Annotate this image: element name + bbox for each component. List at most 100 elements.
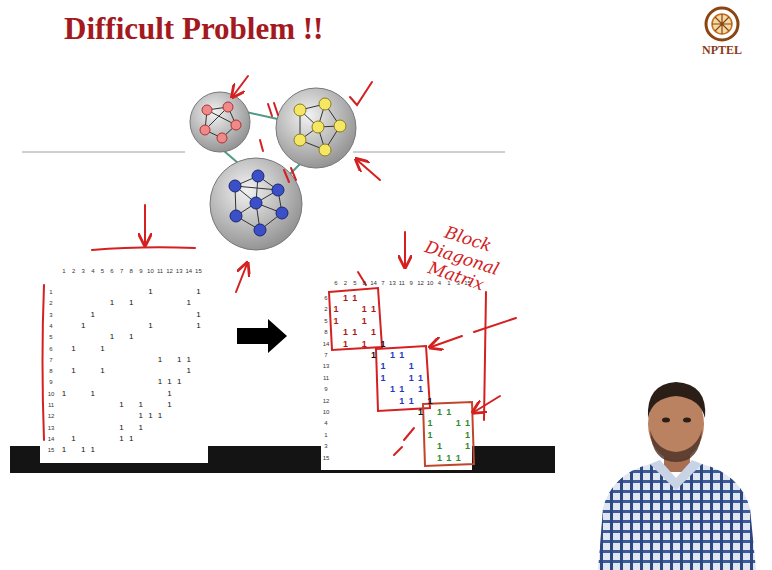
matrix-entry: 1 xyxy=(62,390,66,398)
transform-arrow xyxy=(237,319,287,353)
column-index: 10 xyxy=(147,268,154,274)
matrix-entry: 1 xyxy=(399,385,404,394)
row-index: 14 xyxy=(323,341,330,347)
column-index: 9 xyxy=(139,268,142,274)
row-index: 9 xyxy=(324,386,327,392)
intra-links xyxy=(205,104,340,230)
pen-block-box xyxy=(376,346,430,411)
column-index: 7 xyxy=(381,280,384,286)
pen-arrow xyxy=(236,264,247,292)
community-link xyxy=(224,151,238,163)
column-index: 4 xyxy=(91,268,94,274)
matrix-entry: 1 xyxy=(148,288,152,296)
presenter-eye xyxy=(662,418,670,423)
matrix-panel xyxy=(40,263,208,463)
matrix-entry: 1 xyxy=(91,446,95,454)
row-index: 7 xyxy=(324,352,327,358)
matrix-entry: 1 xyxy=(81,446,85,454)
pen-arrow xyxy=(144,205,146,244)
column-index: 8 xyxy=(363,280,366,286)
column-index: 10 xyxy=(427,280,434,286)
logo-spokes xyxy=(712,14,732,34)
nptel-logo xyxy=(706,8,738,40)
matrix-entry: 1 xyxy=(362,339,367,348)
row-index: 10 xyxy=(48,391,55,397)
pen-arrow xyxy=(357,160,380,180)
matrix-entry: 1 xyxy=(380,339,385,348)
row-index: 1 xyxy=(324,432,327,438)
matrix-entry: 1 xyxy=(343,339,348,348)
row-index: 13 xyxy=(323,363,330,369)
matrix-entry: 1 xyxy=(390,385,395,394)
column-index: 5 xyxy=(353,280,356,286)
matrix-entry: 1 xyxy=(81,322,85,330)
column-index: 13 xyxy=(389,280,396,286)
matrix-entry: 1 xyxy=(91,390,95,398)
matrix-entry: 1 xyxy=(71,435,75,443)
matrix-entry: 1 xyxy=(129,333,133,341)
pen-line xyxy=(474,318,516,332)
column-index: 2 xyxy=(344,280,347,286)
row-index: 7 xyxy=(49,357,52,363)
matrix-entry: 1 xyxy=(100,345,104,353)
community-ball xyxy=(190,92,250,152)
matrix-entry: 1 xyxy=(333,305,338,314)
matrix-entry: 1 xyxy=(333,316,338,325)
pen-strokes xyxy=(358,272,366,285)
row-index: 4 xyxy=(324,420,327,426)
matrix-entry: 1 xyxy=(187,299,191,307)
pen-line xyxy=(484,292,486,420)
column-index: 12 xyxy=(166,268,173,274)
matrix-entry: 1 xyxy=(380,362,385,371)
row-index: 8 xyxy=(324,329,327,335)
matrix-entry: 1 xyxy=(371,305,376,314)
handwritten-note: Block Diagonal Matrix xyxy=(403,214,520,302)
pen-strokes xyxy=(284,168,296,182)
matrix-entry: 1 xyxy=(427,419,432,428)
row-index: 11 xyxy=(48,402,54,408)
matrix-entry: 1 xyxy=(158,356,162,364)
matrix-entry: 1 xyxy=(119,401,123,409)
matrix-entry: 1 xyxy=(399,396,404,405)
column-index: 7 xyxy=(120,268,123,274)
column-index: 6 xyxy=(334,280,337,286)
row-index: 6 xyxy=(324,295,327,301)
row-index: 12 xyxy=(48,413,55,419)
matrix-entry: 1 xyxy=(91,311,95,319)
row-index: 13 xyxy=(48,425,55,431)
row-index: 2 xyxy=(324,306,327,312)
matrix-entry: 1 xyxy=(100,367,104,375)
matrix-panel xyxy=(321,276,472,470)
logo-core xyxy=(712,14,732,34)
rule-line xyxy=(22,152,190,153)
blue-members xyxy=(229,170,288,236)
matrix-entry: 1 xyxy=(158,412,162,420)
matrix-entry: 1 xyxy=(187,356,191,364)
matrix-entry: 1 xyxy=(129,299,133,307)
yellow-members xyxy=(294,98,346,156)
matrix-entry: 1 xyxy=(148,412,152,420)
member-node xyxy=(217,133,227,143)
pen-tick xyxy=(350,82,372,105)
matrix-entry: 1 xyxy=(456,453,461,462)
matrix-entry: 1 xyxy=(148,322,152,330)
matrix-entry: 1 xyxy=(465,442,470,451)
matrix-entry: 1 xyxy=(177,356,181,364)
row-index: 9 xyxy=(49,379,52,385)
matrix-entry: 1 xyxy=(380,373,385,382)
row-index: 1 xyxy=(49,289,52,295)
member-node xyxy=(254,224,266,236)
member-node xyxy=(202,105,212,115)
matrix-entry: 1 xyxy=(456,419,461,428)
matrix-entry: 1 xyxy=(71,345,75,353)
matrix-entry: 1 xyxy=(158,378,162,386)
matrix-entry: 1 xyxy=(167,390,171,398)
matrix-entry: 1 xyxy=(418,373,423,382)
row-index: 3 xyxy=(324,443,327,449)
matrix-entry: 1 xyxy=(139,424,143,432)
pen-bracket xyxy=(43,285,45,440)
row-index: 10 xyxy=(323,409,330,415)
